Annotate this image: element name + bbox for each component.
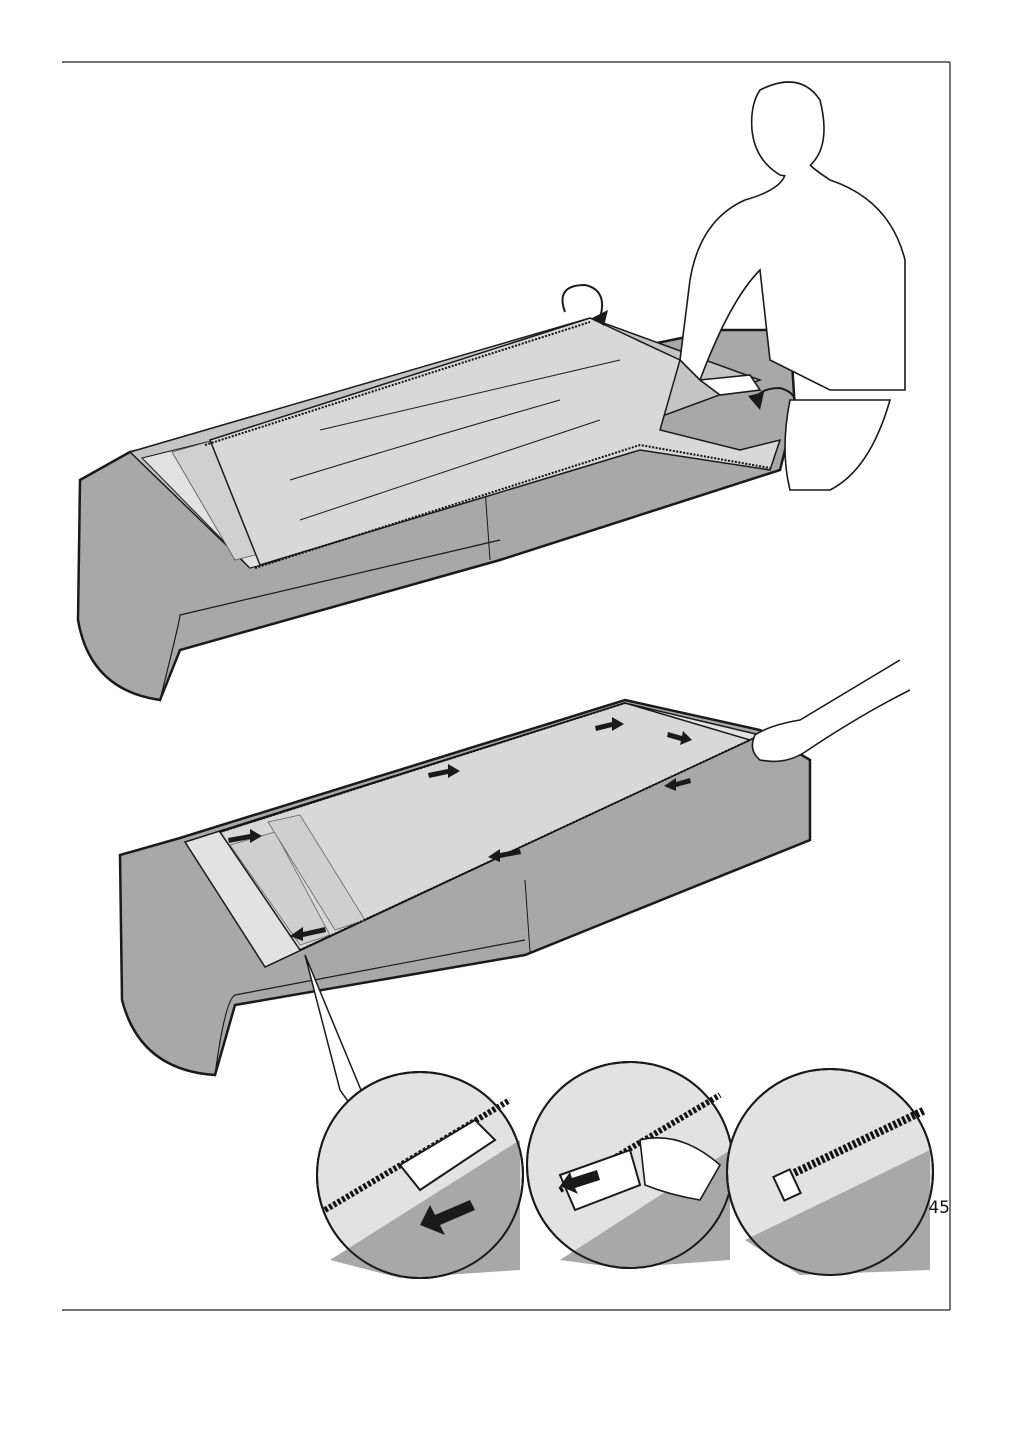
detail-zipper-pull [316, 1071, 524, 1279]
step-insert-foam [76, 81, 906, 702]
fold-arrow-icon [561, 283, 604, 319]
hand-icon [751, 659, 911, 763]
page-number: 45 [928, 1198, 950, 1218]
cover-insert [218, 702, 753, 951]
cover-insert [209, 317, 782, 566]
direction-arrow-icon [228, 717, 692, 941]
step-close-zipper [118, 659, 911, 1077]
zipper-pull-icon [398, 1118, 497, 1192]
step-zipper-detail [304, 954, 934, 1279]
zipper-end-icon [772, 1168, 802, 1202]
detail-zipper-closing [526, 1061, 734, 1269]
cushion-body [118, 698, 812, 1077]
person-kneeling-icon [679, 81, 906, 491]
detail-zipper-end [726, 1068, 934, 1276]
